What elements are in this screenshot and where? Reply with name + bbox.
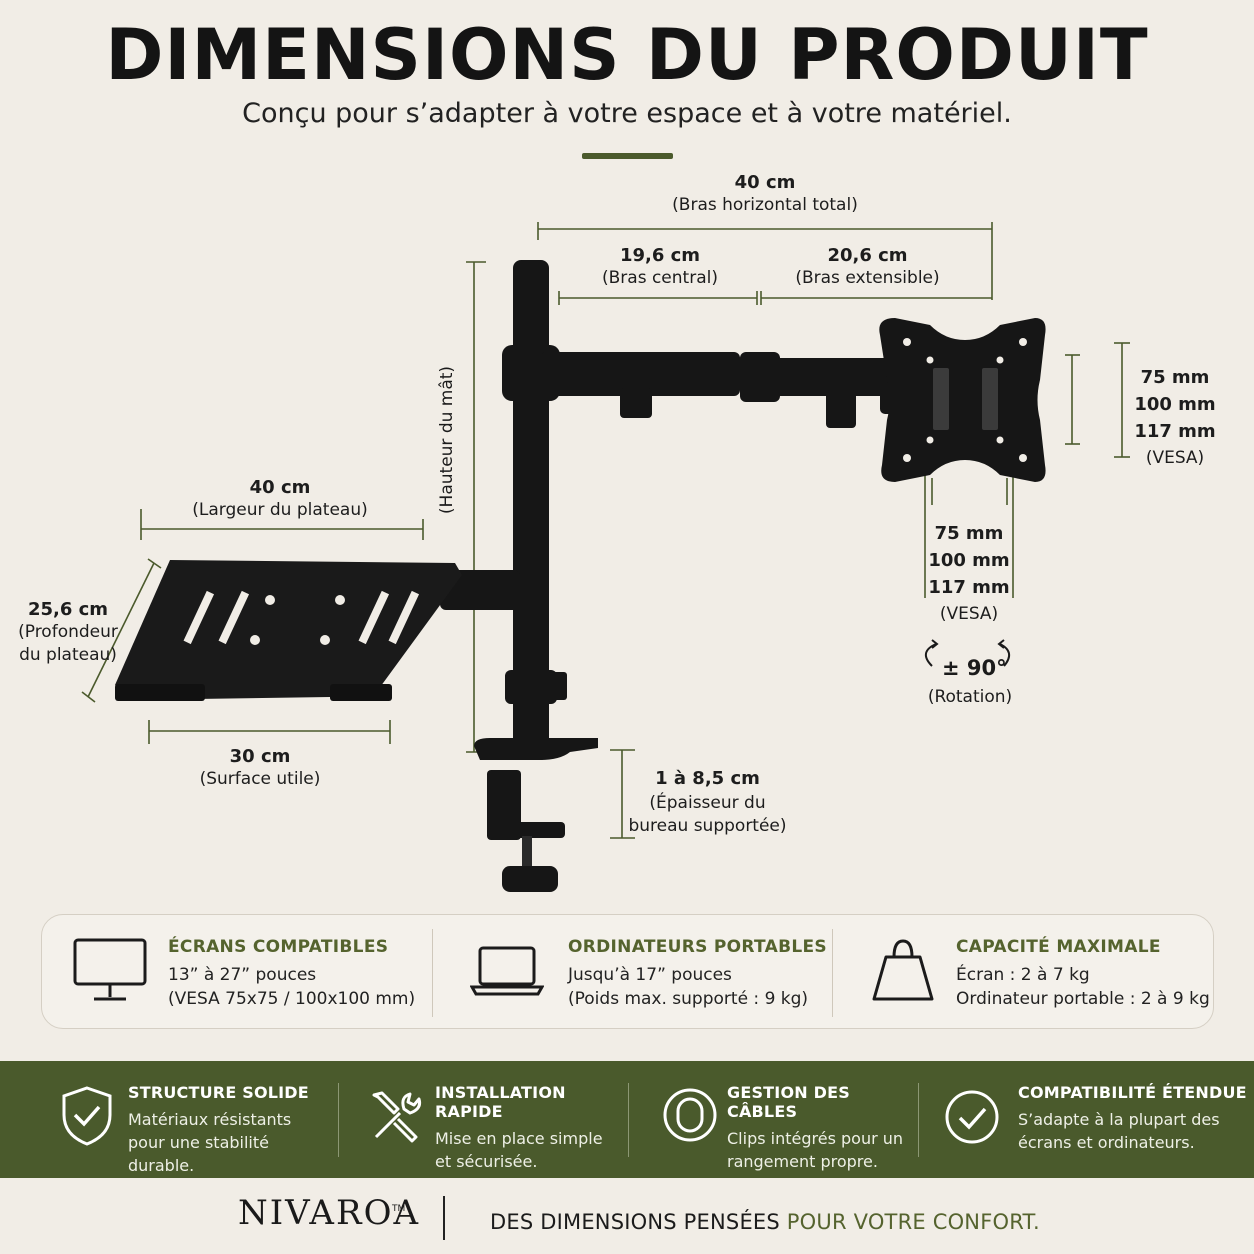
feature-line: Mise en place simple bbox=[435, 1129, 603, 1148]
feature-divider bbox=[628, 1083, 629, 1157]
spec-line: (VESA 75x75 / 100x100 mm) bbox=[168, 989, 416, 1009]
dim-vesa-horizontal: 75 mm 100 mm 117 mm (VESA) bbox=[928, 523, 1010, 624]
brand-logo: NIVAROA bbox=[238, 1193, 421, 1233]
feature-line: Matériaux résistants bbox=[128, 1110, 292, 1129]
tagline-highlight: POUR VOTRE CONFORT. bbox=[786, 1210, 1040, 1234]
dim-pole-height: (Hauteur du mât) bbox=[437, 365, 457, 515]
mount-pole bbox=[502, 260, 567, 760]
laptop-tray bbox=[115, 560, 520, 701]
rotation-caption: (Rotation) bbox=[927, 687, 1013, 707]
feature-compatibility: COMPATIBILITÉ ÉTENDUE S’adapte à la plup… bbox=[918, 1061, 1254, 1178]
footer-divider bbox=[443, 1196, 445, 1240]
page-subtitle: Conçu pour s’adapter à votre espace et à… bbox=[242, 98, 1012, 129]
vesa-plate bbox=[879, 318, 1046, 482]
spec-divider bbox=[432, 929, 433, 1017]
spec-heading: ÉCRANS COMPATIBLES bbox=[168, 937, 389, 957]
dim-desk-thickness: 1 à 8,5 cm (Épaisseur du bureau supporté… bbox=[628, 768, 787, 836]
spec-divider bbox=[832, 929, 833, 1017]
dimension-lines bbox=[81, 222, 1130, 839]
spec-line: Jusqu’à 17” pouces bbox=[568, 965, 732, 985]
desk-clamp bbox=[474, 738, 598, 892]
feature-line: pour une stabilité durable. bbox=[128, 1133, 269, 1175]
rotation-value: ± 90° bbox=[942, 656, 1007, 680]
laptop-icon bbox=[470, 946, 544, 996]
feature-solid-structure: STRUCTURE SOLIDE Matériaux résistants po… bbox=[0, 1061, 338, 1178]
feature-quick-install: INSTALLATION RAPIDE Mise en place simple… bbox=[338, 1061, 628, 1178]
spec-laptops: ORDINATEURS PORTABLES Jusqu’à 17” pouces… bbox=[432, 915, 832, 1030]
spec-screens: ÉCRANS COMPATIBLES 13” à 27” pouces (VES… bbox=[42, 915, 432, 1030]
feature-heading: GESTION DES CÂBLES bbox=[727, 1083, 850, 1121]
tools-icon bbox=[372, 1091, 422, 1143]
cable-clip-icon bbox=[663, 1088, 717, 1142]
feature-divider bbox=[918, 1083, 919, 1157]
dim-arm-extensible: 20,6 cm (Bras extensible) bbox=[795, 245, 940, 288]
rotation-arrows-icon bbox=[925, 639, 1011, 667]
monitor-arm bbox=[540, 352, 910, 428]
dim-arm-total: 40 cm (Bras horizontal total) bbox=[672, 172, 858, 215]
spec-line: 13” à 27” pouces bbox=[168, 965, 317, 985]
check-circle-icon bbox=[945, 1090, 999, 1144]
feature-line: Clips intégrés pour un bbox=[727, 1129, 904, 1148]
feature-heading: COMPATIBILITÉ ÉTENDUE bbox=[1018, 1083, 1247, 1102]
spec-heading: ORDINATEURS PORTABLES bbox=[568, 937, 827, 957]
feature-cable-management: GESTION DES CÂBLES Clips intégrés pour u… bbox=[628, 1061, 918, 1178]
spec-heading: CAPACITÉ MAXIMALE bbox=[956, 937, 1161, 957]
feature-divider bbox=[338, 1083, 339, 1157]
product-diagram bbox=[81, 222, 1130, 892]
dim-usable-surface: 30 cm (Surface utile) bbox=[199, 746, 321, 789]
spec-line: Ordinateur portable : 2 à 9 kg bbox=[956, 989, 1210, 1009]
shield-check-icon bbox=[62, 1086, 112, 1146]
spec-line: Écran : 2 à 7 kg bbox=[956, 965, 1090, 985]
dim-tray-depth: 25,6 cm (Profondeur du plateau) bbox=[18, 599, 118, 665]
tagline-part1: DES DIMENSIONS PENSÉES bbox=[490, 1210, 787, 1234]
spec-capacity: CAPACITÉ MAXIMALE Écran : 2 à 7 kg Ordin… bbox=[832, 915, 1212, 1030]
feature-line: écrans et ordinateurs. bbox=[1018, 1133, 1195, 1152]
feature-heading: STRUCTURE SOLIDE bbox=[128, 1083, 309, 1102]
feature-line: rangement propre. bbox=[727, 1152, 878, 1171]
feature-line: S’adapte à la plupart des bbox=[1018, 1110, 1220, 1129]
tagline: DES DIMENSIONS PENSÉES POUR VOTRE CONFOR… bbox=[490, 1210, 1040, 1234]
page-title: DIMENSIONS DU PRODUIT bbox=[105, 14, 1149, 96]
specs-panel: ÉCRANS COMPATIBLES 13” à 27” pouces (VES… bbox=[41, 914, 1214, 1029]
monitor-icon bbox=[73, 938, 147, 1001]
feature-line: et sécurisée. bbox=[435, 1152, 538, 1171]
dim-tray-width: 40 cm (Largeur du plateau) bbox=[192, 477, 368, 520]
title-underline bbox=[582, 153, 673, 159]
feature-heading: INSTALLATION RAPIDE bbox=[435, 1083, 566, 1121]
weight-icon bbox=[872, 939, 934, 1001]
dim-arm-central: 19,6 cm (Bras central) bbox=[602, 245, 718, 288]
trademark: TM bbox=[392, 1204, 406, 1214]
features-band: STRUCTURE SOLIDE Matériaux résistants po… bbox=[0, 1061, 1254, 1178]
spec-line: (Poids max. supporté : 9 kg) bbox=[568, 989, 809, 1009]
dim-vesa-vertical: 75 mm 100 mm 117 mm (VESA) bbox=[1134, 367, 1216, 468]
